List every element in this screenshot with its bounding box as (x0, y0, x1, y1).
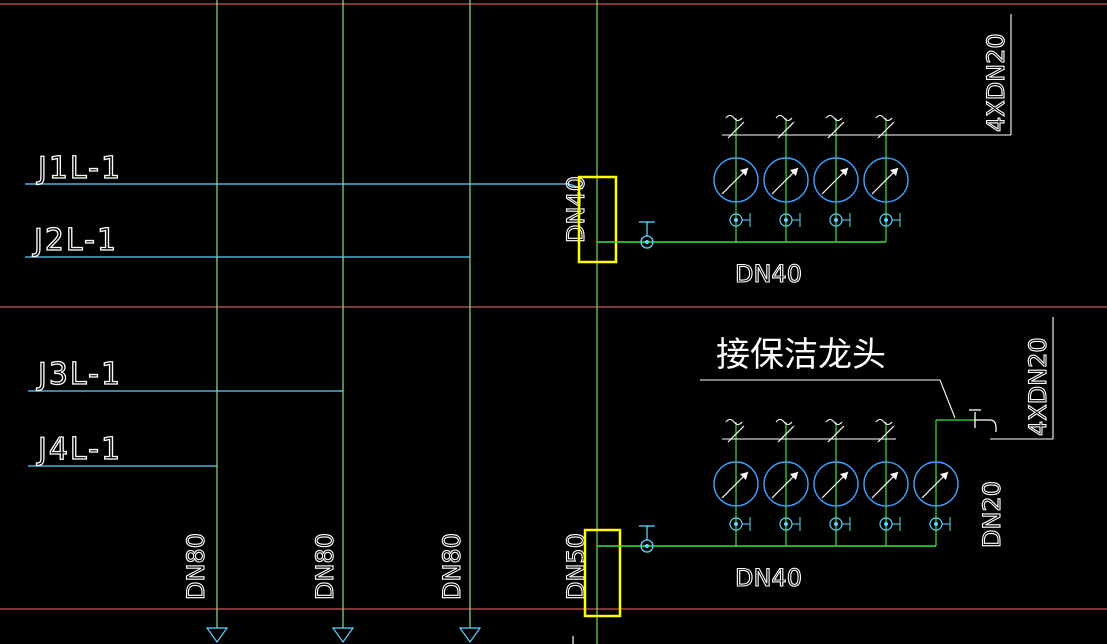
water-meter-icon (913, 461, 959, 507)
meter-group-upper: 4XDN20 DN40 (597, 14, 1012, 289)
riser-size-upper: DN40 (562, 176, 590, 243)
branch-size-label-lower: DN40 (735, 564, 802, 592)
pipe-label-group: J1L-1 J2L-1 J3L-1 J4L-1 (31, 150, 122, 467)
pipe-label-j4: J4L-1 (36, 432, 122, 467)
water-meter-icon (713, 157, 759, 203)
water-meter-icon (763, 461, 809, 507)
riser-end-triangle (331, 627, 355, 644)
tap-size-label: DN20 (978, 481, 1006, 548)
water-meter-icon (863, 157, 909, 203)
annotation-cleaning-tap: 接保洁龙头 (716, 335, 886, 375)
water-meter-icon (863, 461, 909, 507)
faucet-icon (969, 409, 997, 432)
riser-size-dn80-c: DN80 (438, 533, 466, 600)
riser-end-triangle (205, 627, 229, 644)
branch-size-label-upper: DN40 (735, 260, 802, 288)
leader-j1-tick (568, 183, 584, 190)
highlight-box-lower (583, 528, 622, 618)
meter-group-lower: 4XDN20 接保洁龙头 DN20 DN40 (597, 317, 1054, 593)
gate-valve-icon (645, 240, 649, 244)
pipe-label-j3: J3L-1 (36, 357, 122, 392)
meter (813, 418, 859, 546)
pipe-label-j1: J1L-1 (36, 151, 122, 186)
pipe-leaders (25, 183, 584, 467)
water-meter-icon (713, 461, 759, 507)
riser-ends (205, 627, 482, 644)
meter (863, 418, 909, 546)
riser-size-dn80-a: DN80 (182, 533, 210, 600)
water-meter-icon (763, 157, 809, 203)
riser-end-triangle (458, 627, 482, 644)
highlight-box-upper (577, 175, 618, 264)
water-meter-icon (813, 461, 859, 507)
meter-size-label-lower: 4XDN20 (1024, 337, 1052, 436)
risers (216, 0, 598, 644)
riser-size-dn80-b: DN80 (311, 533, 339, 600)
meter (913, 419, 975, 546)
meter (713, 418, 759, 546)
pipe-label-j2: J2L-1 (32, 223, 118, 258)
meter-size-label-upper: 4XDN20 (982, 33, 1010, 132)
floor-lines (0, 3, 1107, 610)
highlights (577, 175, 622, 618)
water-meter-icon (813, 157, 859, 203)
